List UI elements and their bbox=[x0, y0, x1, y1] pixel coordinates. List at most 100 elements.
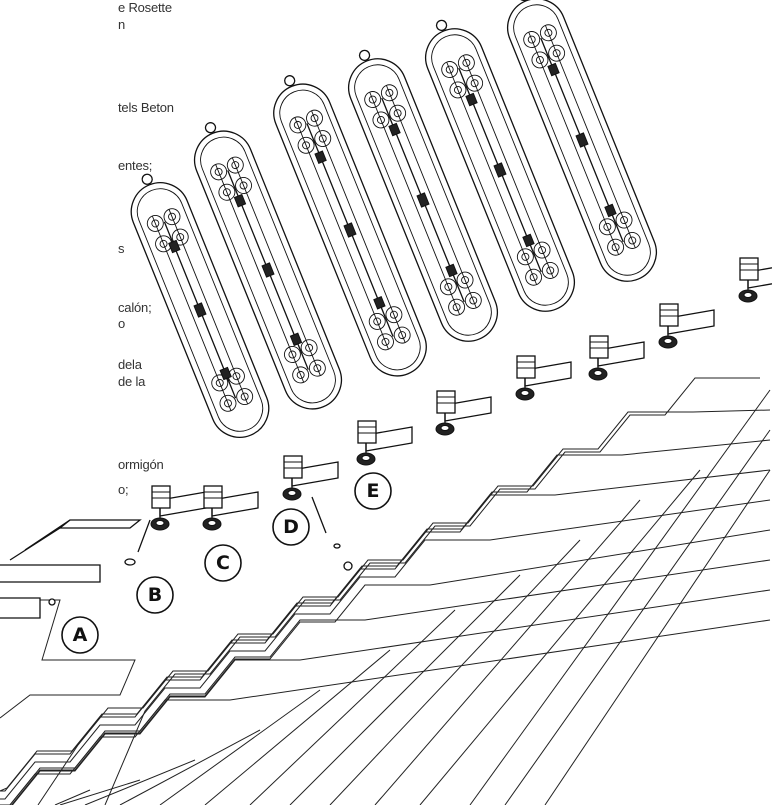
badge-circle bbox=[61, 616, 99, 654]
post-bracket bbox=[203, 485, 223, 509]
railing-panel bbox=[193, 122, 343, 410]
panel-bar bbox=[231, 157, 321, 376]
panel-clip bbox=[289, 332, 303, 347]
scroll-ornament-core bbox=[376, 115, 385, 124]
scroll-ornament-core bbox=[603, 222, 612, 231]
stair-stringer-line bbox=[419, 469, 701, 805]
step-badge-d: D bbox=[272, 508, 310, 546]
post-assemblies bbox=[150, 257, 772, 531]
scroll-ornament-core bbox=[461, 276, 470, 285]
panel-bar bbox=[528, 31, 620, 255]
base-rail-edge bbox=[24, 519, 71, 551]
panel-finial bbox=[141, 173, 153, 185]
panel-frame-inner bbox=[200, 136, 336, 404]
post-bracket bbox=[283, 455, 303, 479]
scroll-ornament-core bbox=[240, 392, 249, 401]
scroll-ornament bbox=[235, 177, 253, 194]
panel-clip bbox=[193, 302, 207, 318]
scroll-ornament-core bbox=[232, 372, 241, 381]
scroll-ornament bbox=[466, 74, 484, 92]
scroll-ornament bbox=[314, 130, 332, 147]
scroll-ornament bbox=[297, 136, 315, 154]
badge-letter: E bbox=[367, 480, 380, 502]
badge-circle bbox=[272, 508, 310, 546]
disc-foot-center bbox=[287, 490, 297, 496]
stair-step-edge bbox=[0, 499, 771, 800]
panel-clip bbox=[493, 162, 507, 178]
disc-foot-center bbox=[207, 520, 217, 526]
scroll-ornament-core bbox=[381, 337, 390, 346]
base-rail-bar bbox=[0, 564, 101, 583]
stair-stringer-line bbox=[204, 649, 391, 805]
stair-step-edge bbox=[0, 559, 771, 805]
text-fragment: s bbox=[118, 241, 125, 256]
anchor-pin bbox=[311, 496, 327, 534]
panel-bar bbox=[151, 215, 232, 411]
stair-stringer-line bbox=[54, 789, 91, 805]
scroll-ornament bbox=[439, 278, 457, 296]
disc-foot-center bbox=[743, 292, 753, 298]
stair-step-edge bbox=[11, 589, 771, 805]
stair-stringer-line bbox=[289, 574, 521, 805]
panel-frame-inner bbox=[431, 34, 569, 306]
scroll-ornament bbox=[163, 208, 181, 226]
disc-foot-center bbox=[593, 370, 603, 376]
badge-letter: C bbox=[216, 552, 230, 574]
disc-foot-center bbox=[155, 520, 165, 526]
panel-clip bbox=[604, 203, 617, 218]
post-assembly bbox=[435, 390, 492, 436]
drill-hole bbox=[333, 543, 341, 549]
panel-frame-inner bbox=[513, 4, 651, 276]
scroll-ornament bbox=[292, 366, 310, 384]
post-assembly bbox=[282, 455, 339, 501]
post-assembly bbox=[150, 485, 207, 531]
post-assembly bbox=[738, 257, 772, 303]
scroll-ornament bbox=[448, 298, 466, 316]
scroll-ornament bbox=[308, 359, 326, 377]
stair-step-edge bbox=[0, 599, 136, 719]
scroll-ornament-core bbox=[214, 167, 223, 176]
panel-finial bbox=[435, 19, 448, 32]
scroll-ornament-core bbox=[296, 370, 305, 379]
scroll-ornament bbox=[227, 367, 245, 385]
scroll-ornament bbox=[306, 109, 323, 127]
scroll-ornament-core bbox=[385, 88, 394, 97]
post-bracket bbox=[739, 257, 759, 281]
scroll-ornament-core bbox=[293, 120, 302, 129]
base-rail-end bbox=[0, 597, 41, 619]
stair-stringer-line bbox=[119, 729, 261, 805]
panel-frame-inner bbox=[354, 64, 492, 336]
panel-frame-inner bbox=[279, 89, 421, 371]
stair-stringer-line bbox=[504, 429, 771, 805]
stair-step-edge bbox=[104, 377, 760, 805]
panel-clip bbox=[343, 222, 357, 238]
panel-finial bbox=[204, 122, 217, 134]
panel-bar bbox=[215, 164, 305, 383]
post-bracket bbox=[659, 303, 679, 327]
stair-stringer-line bbox=[374, 499, 641, 805]
stair-step-edge bbox=[9, 619, 771, 805]
scroll-ornament bbox=[516, 248, 534, 266]
railing-panel bbox=[507, 0, 657, 282]
scroll-ornament-core bbox=[393, 109, 402, 118]
panel-bar bbox=[311, 110, 406, 343]
stair-stringer-line bbox=[159, 689, 321, 805]
text-fragment: o; bbox=[118, 482, 129, 497]
scroll-ornament-core bbox=[628, 236, 637, 245]
text-fragment: calón; bbox=[118, 300, 152, 315]
scroll-ornament-core bbox=[444, 282, 453, 291]
panel-clip bbox=[168, 239, 181, 254]
scroll-ornament bbox=[372, 111, 390, 129]
scroll-ornament-core bbox=[546, 266, 555, 275]
panel-clip bbox=[219, 366, 232, 381]
scroll-ornament-core bbox=[313, 364, 322, 373]
post-assembly bbox=[202, 485, 259, 531]
scroll-ornament bbox=[155, 235, 173, 253]
post-assembly bbox=[658, 303, 715, 349]
scroll-ornament bbox=[289, 116, 307, 134]
panel-clip bbox=[465, 92, 478, 107]
scroll-ornament-core bbox=[215, 378, 224, 387]
panel-finial bbox=[358, 49, 371, 62]
badge-circle bbox=[204, 544, 242, 582]
stair-stringer-line bbox=[84, 759, 196, 805]
